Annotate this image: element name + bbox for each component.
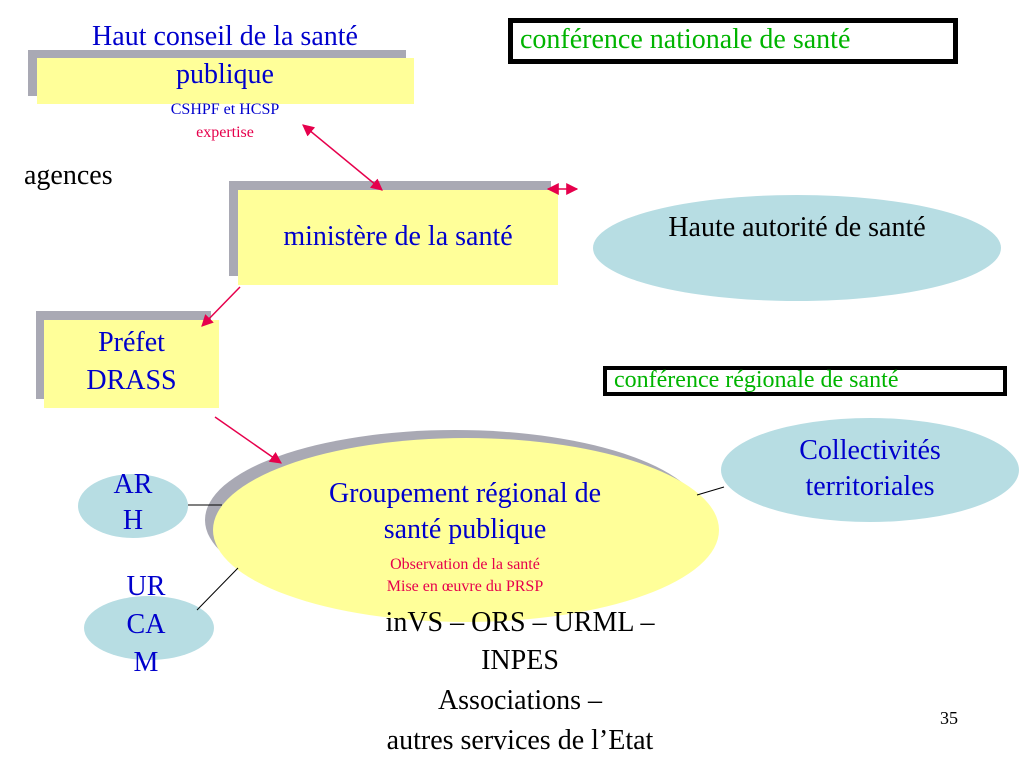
haute-autorite-label: Haute autorité de santé xyxy=(668,212,926,243)
partners-line-3: Associations – xyxy=(437,685,603,716)
conference-regionale-box xyxy=(603,366,1007,396)
agences-label: agences xyxy=(24,160,113,191)
prefet-line2: DRASS xyxy=(86,365,177,396)
groupement-detail-1: Observation de la santé xyxy=(390,556,540,573)
arrow-prefet-groupement xyxy=(214,416,282,464)
prefet-line1: Préfet xyxy=(98,327,165,358)
haut-conseil-title: Haut conseil de la santé publique xyxy=(92,21,358,90)
collectivites-label: Collectivités territoriales xyxy=(799,435,941,502)
partners-line-2: INPES xyxy=(481,645,559,676)
arrow-conseil-ministere xyxy=(302,124,383,191)
partners-line-4: autres services de l’Etat xyxy=(386,725,654,756)
collectivites-ellipse xyxy=(721,418,1019,522)
conference-nationale-label: conférence nationale de santé xyxy=(520,24,851,55)
prefet-box xyxy=(44,320,219,408)
arrow-ministere-prefet xyxy=(201,286,241,327)
urcam-line3: M xyxy=(133,647,159,678)
haut-conseil-box xyxy=(37,58,414,104)
arh-ellipse xyxy=(78,474,188,538)
arh-line1: AR xyxy=(113,469,153,500)
arh-line2: H xyxy=(122,505,144,536)
haut-conseil-subtitle: CSHPF et HCSP xyxy=(170,101,280,118)
line-urcam-groupement xyxy=(196,567,239,611)
ministere-box xyxy=(238,190,558,285)
partners-line-1: inVS – ORS – URML – xyxy=(385,607,655,638)
ministere-label: ministère de la santé xyxy=(283,221,513,252)
groupement-title: Groupement régional de santé publique xyxy=(328,478,602,545)
haut-conseil-note: expertise xyxy=(196,124,254,141)
conference-regionale-label: conférence régionale de santé xyxy=(614,367,899,393)
haute-autorite-ellipse xyxy=(593,195,1001,301)
slide-number: 35 xyxy=(940,708,958,728)
groupement-detail-2: Mise en œuvre du PRSP xyxy=(386,578,544,595)
line-collectivites-groupement xyxy=(696,486,725,496)
urcam-ellipse xyxy=(84,596,214,660)
urcam-line2: CA xyxy=(126,609,166,640)
urcam-line1: UR xyxy=(126,571,166,602)
conference-nationale-box xyxy=(508,18,958,64)
groupement-ellipse xyxy=(213,438,719,622)
